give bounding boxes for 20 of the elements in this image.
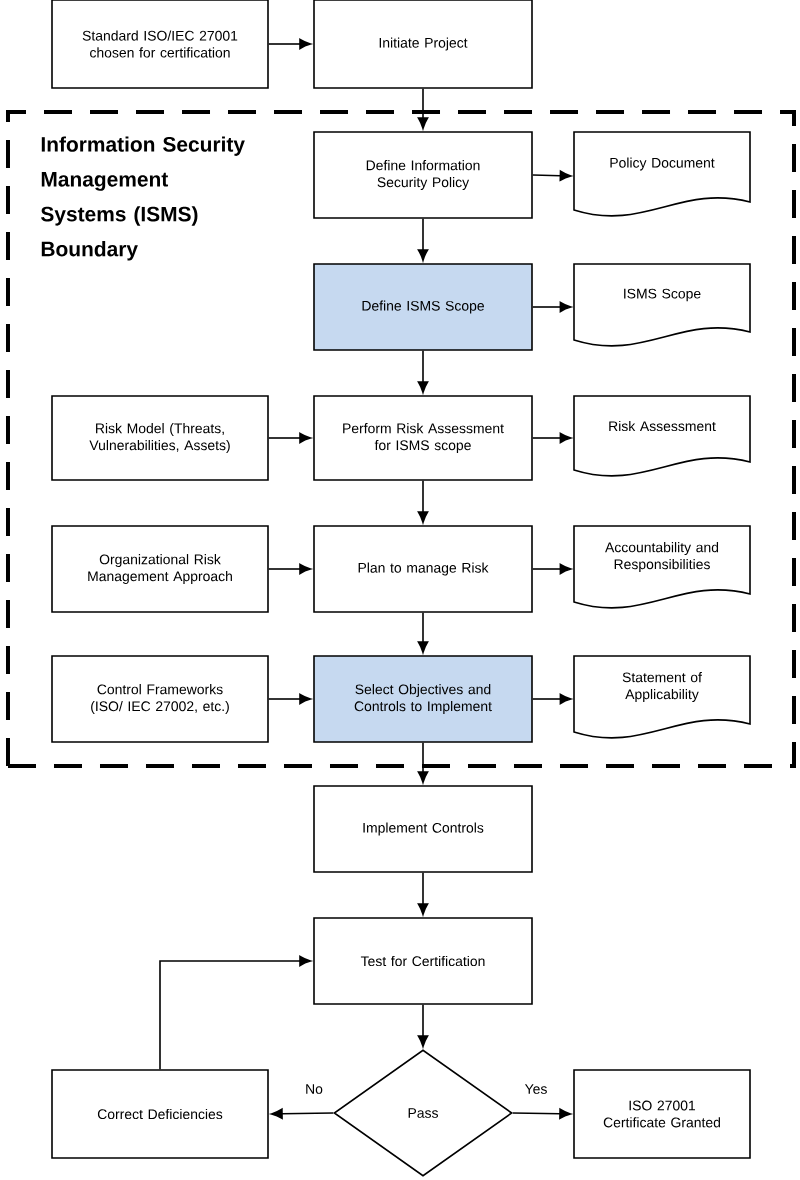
arrow	[417, 872, 429, 916]
arrow	[512, 1108, 572, 1120]
arrow	[417, 742, 429, 784]
arrow	[268, 693, 312, 705]
arrow	[268, 563, 312, 575]
arrow	[417, 1004, 429, 1048]
arrow	[532, 432, 572, 444]
arrow	[417, 218, 429, 262]
arrow	[268, 432, 312, 444]
arrow	[532, 693, 572, 705]
arrow	[532, 301, 572, 313]
arrow	[268, 38, 312, 50]
arrow	[532, 170, 572, 181]
arrow	[159, 955, 312, 1070]
arrow	[532, 563, 572, 575]
arrow	[417, 480, 429, 524]
arrow	[417, 350, 429, 394]
arrow	[270, 1108, 334, 1120]
arrow	[417, 88, 429, 130]
arrow	[417, 612, 429, 654]
